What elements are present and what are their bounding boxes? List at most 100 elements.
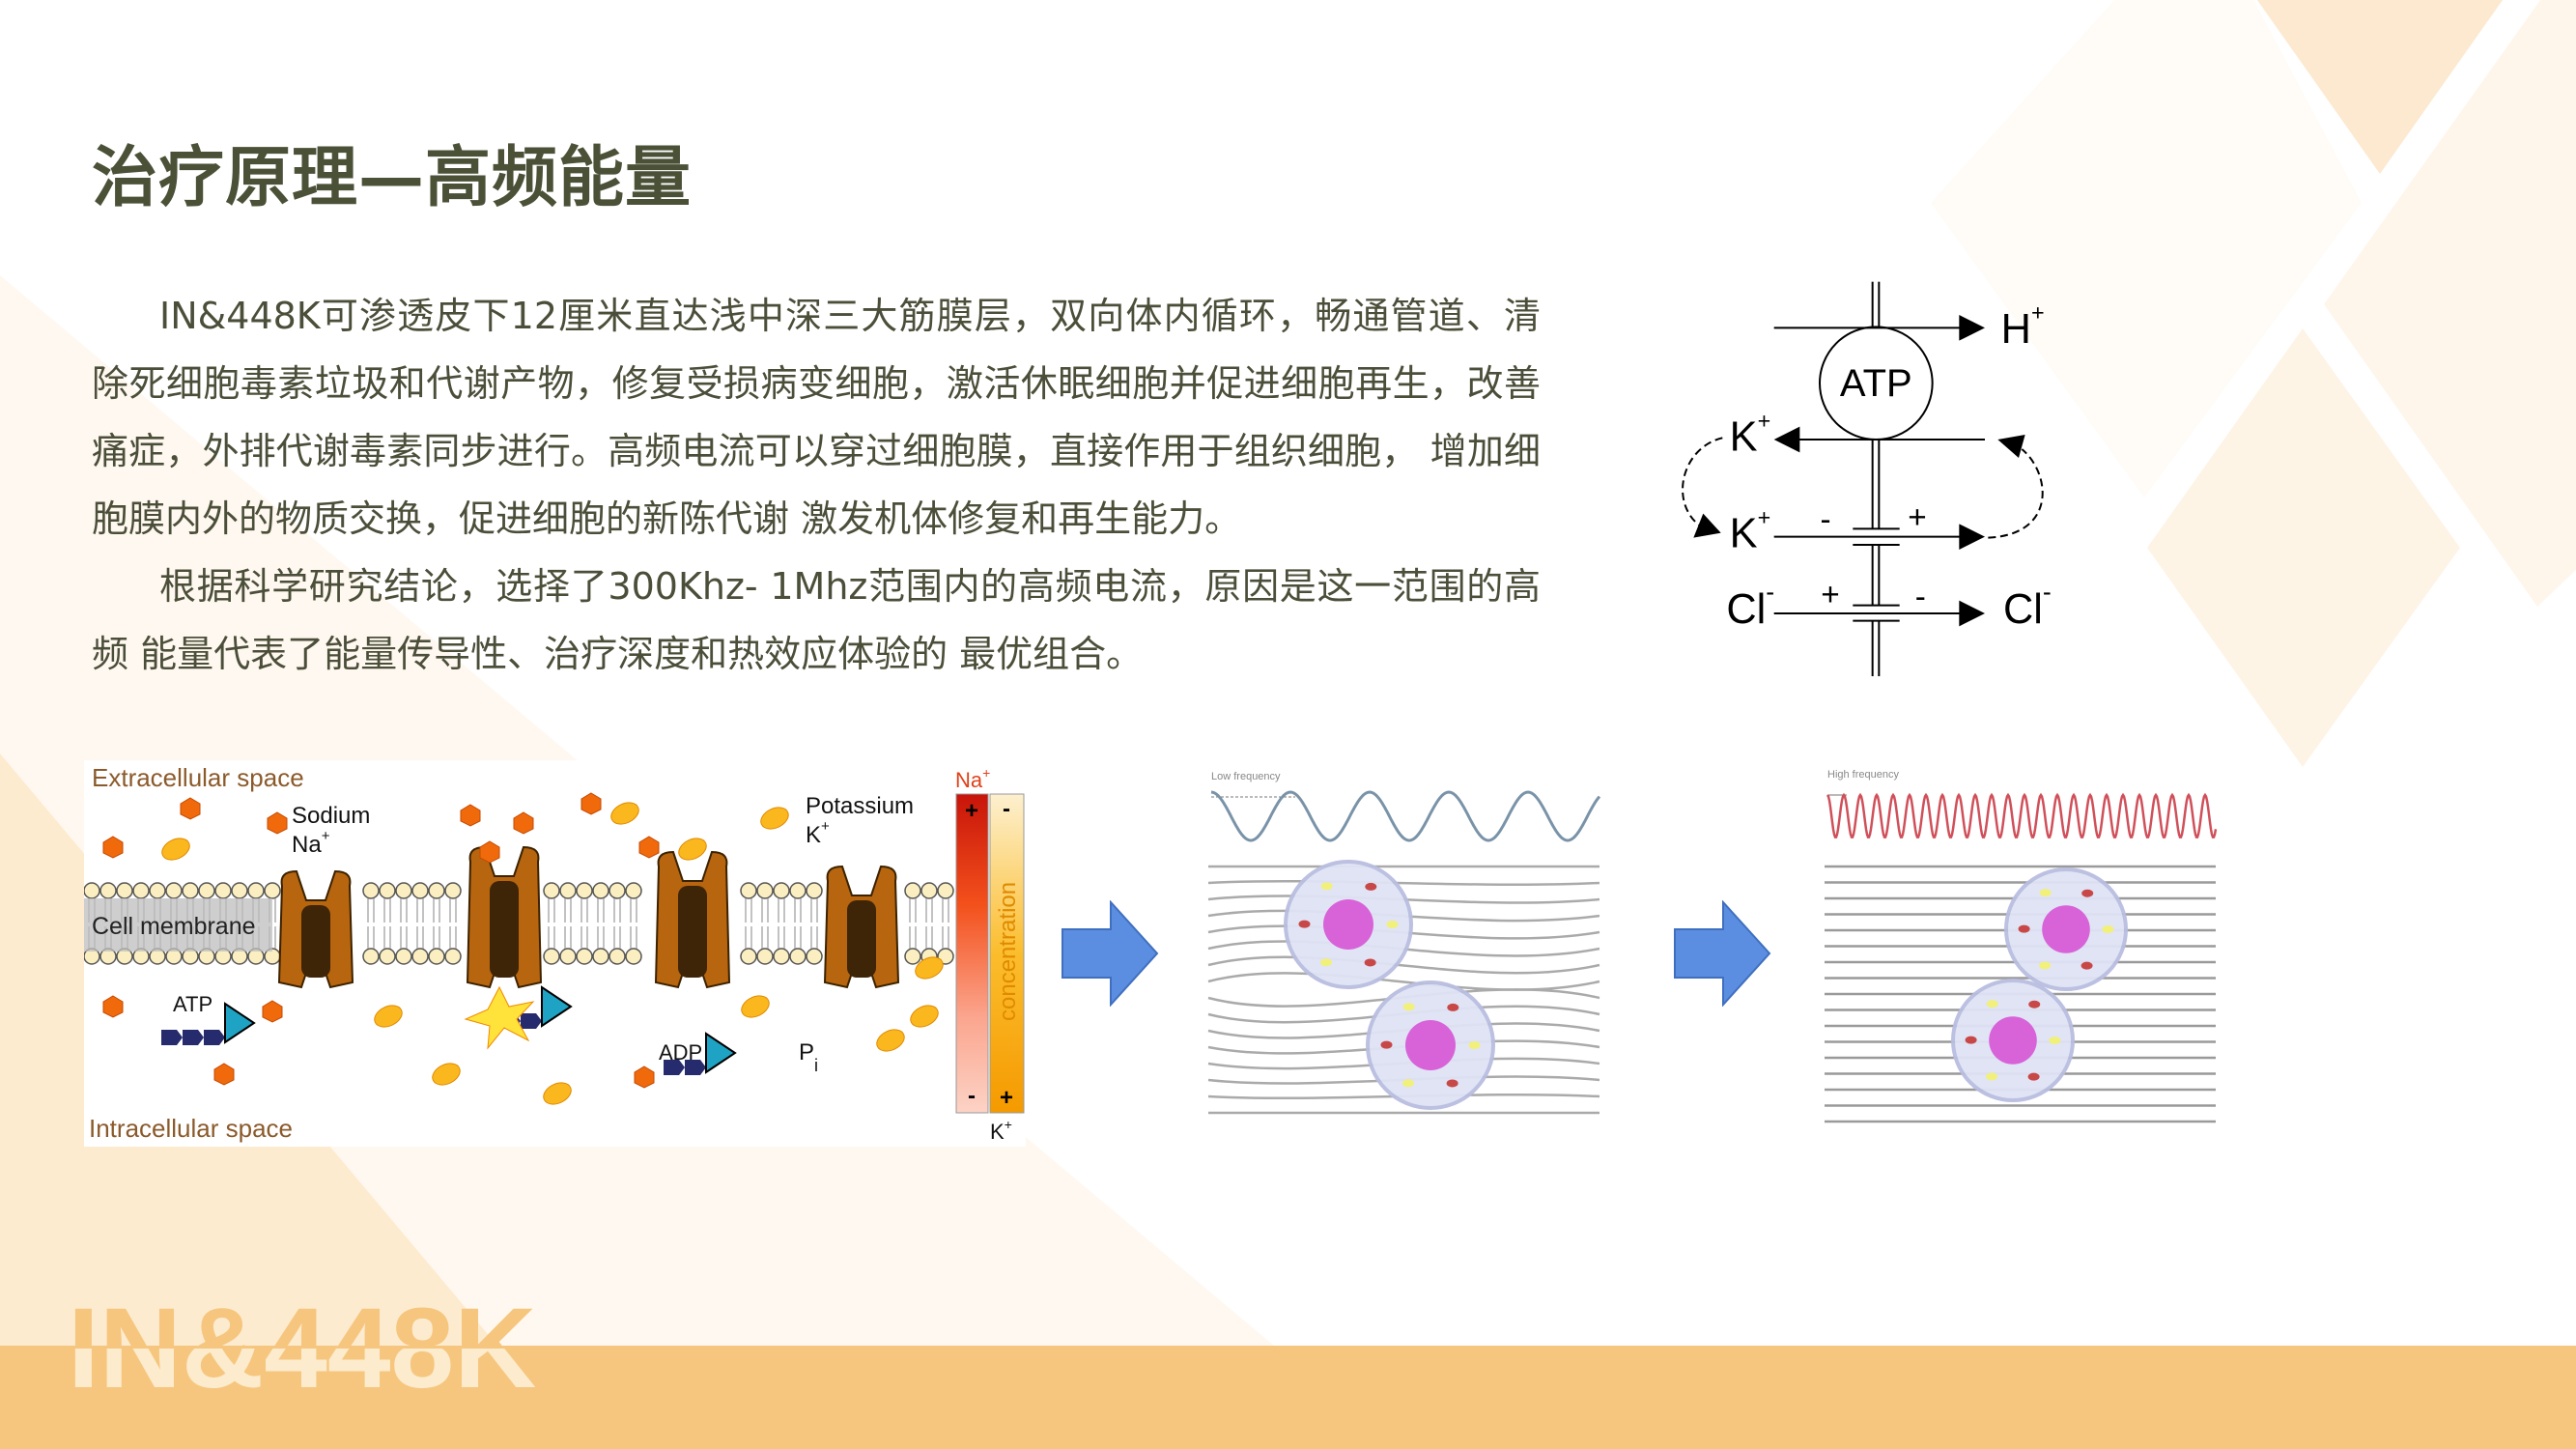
nucleotide-triangle [705,1032,737,1074]
right-arrow-icon [1062,900,1159,1007]
lipid-head [99,882,117,899]
field-lines [1207,865,1600,1115]
field-line [1207,955,1600,975]
intracellular-label: Intracellular space [89,1114,293,1143]
lipid-tail [778,898,785,949]
lipid-head [543,882,560,899]
potassium-ion [432,1063,461,1086]
lipid-head [592,882,609,899]
k-ion-label-top: K+ [1730,408,1771,460]
minus-sign: - [968,1083,976,1109]
phosphate-label: Pi [799,1039,818,1075]
organelle [2027,1072,2040,1081]
plus-sign: + [1821,578,1839,613]
lipid-tail [630,898,637,949]
cell-nucleus [1989,1016,2037,1065]
right-arrow-icon [1674,900,1771,1007]
na-label: Na+ [292,828,330,858]
sodium-ion [102,836,124,859]
energy-burst-icon [464,985,535,1050]
footer-band [0,1346,2576,1449]
lipid-head [444,882,462,899]
watermark-logo: IN&448K [68,1285,536,1412]
organelle [1320,882,1333,891]
sodium-ion [638,836,660,859]
potassium-ion [760,807,789,830]
na-concentration-bar [955,793,989,1114]
minus-sign: - [1003,796,1010,822]
plus-sign: + [1908,500,1926,536]
organelle [2039,889,2052,897]
low-frequency-label: Low frequency [1211,771,1281,782]
atp-label: ATP [173,992,212,1016]
lipid-tail [597,898,605,949]
organelle [2028,1000,2041,1009]
phosphate-group [183,1030,204,1045]
sodium-ion [267,811,288,835]
organelle [1986,1072,1998,1081]
page-title: 治疗原理—高频能量 [92,140,693,216]
lipid-head [904,948,921,965]
phosphate-group [161,1030,183,1045]
lipid-tail [745,898,752,949]
lipid-head [789,948,807,965]
lipid-head [362,882,380,899]
lipid-head [625,948,642,965]
pump-channels [277,845,900,989]
organelle [1402,1003,1415,1011]
organelle [1364,958,1376,967]
lipid-head [84,882,100,899]
plus-sign: + [1000,1085,1013,1111]
organelle [1365,882,1377,891]
lipid-head [576,882,593,899]
field-line [1207,879,1600,887]
sodium-label: Sodium [292,803,370,829]
lipid-head [609,948,626,965]
k-ion-label-bottom: K+ [1730,504,1771,556]
lipid-head [395,948,412,965]
high-frequency-wave [1826,792,2218,838]
lipid-tail [810,898,818,949]
lipid-tail [383,898,391,949]
lipid-head [214,882,232,899]
cell-nucleus [1405,1020,1456,1070]
lipid-head [559,882,577,899]
organelle [2102,925,2114,933]
lipid-head [756,882,774,899]
sodium-ion [180,797,201,820]
organelle [1965,1036,1977,1044]
organelle [1446,1079,1458,1088]
lipid-head [379,948,396,965]
lipid-head [756,948,774,965]
potassium-ion [374,1005,403,1028]
lipid-head [920,882,938,899]
potassium-ion [161,838,190,861]
lipid-head [411,882,429,899]
concentration-label: concentration [995,882,1021,1021]
nucleotide-triangle [224,1002,256,1044]
organelle [2081,961,2093,970]
organelle [1386,921,1399,928]
lipid-head [247,882,265,899]
phosphate-group [521,1013,542,1029]
lipid-head [559,948,577,965]
potassium-ion [741,995,770,1018]
lipid-head [231,882,248,899]
cl-ion-label-left: Cl- [1726,578,1774,633]
lipid-head [773,882,790,899]
lipid-head [806,948,823,965]
lipid-head [362,948,380,965]
lipid-tail [909,898,917,949]
potassium-ion [910,1005,939,1028]
na-concentration-label: Na+ [955,765,990,792]
lipid-head [428,948,445,965]
lipid-head [116,882,133,899]
paragraph-1: IN&448K可渗透皮下12厘米直达浅中深三大筋膜层，双向体内循环，畅通管道、清… [92,295,1541,540]
lipid-head [625,882,642,899]
lipid-head [395,882,412,899]
sodium-ion [513,811,534,835]
lipid-head [740,882,757,899]
lipid-head [592,948,609,965]
cells [1284,860,1495,1110]
organelle [1447,1003,1459,1011]
